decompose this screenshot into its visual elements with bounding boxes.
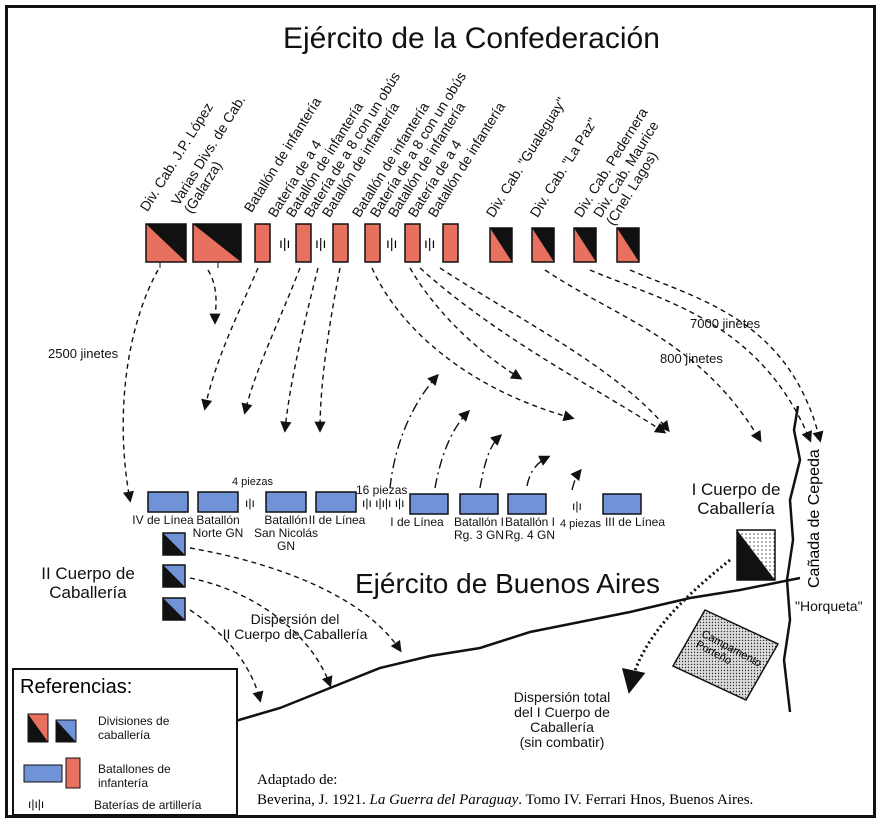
cavalry-ii-cuerpo-3	[162, 597, 186, 621]
annotation-800: 800 jinetes	[660, 351, 723, 366]
source-suffix: . Tomo IV. Ferrari Hnos, Buenos Aires.	[518, 792, 754, 808]
source-line-1: Adaptado de:	[257, 772, 338, 788]
dispersion-ii-label: Dispersión del II Cuerpo de Caballería	[222, 611, 368, 642]
dispersion-total-label: Dispersión total del I Cuerpo de Caballe…	[513, 689, 611, 750]
legend-infantry: Batallones de infantería	[98, 762, 171, 790]
confederation-army-title: Ejército de la Confederación	[283, 22, 660, 55]
artillery-label: 4 piezas	[560, 518, 601, 530]
advance-arrows	[389, 373, 582, 491]
cavalry-ii-cuerpo-2	[162, 564, 186, 588]
infantry-unit-iii-linea	[602, 493, 642, 515]
canada-label: Cañada de Cepeda	[806, 449, 823, 588]
canada-de-cepeda	[782, 405, 802, 713]
source-line-2: Beverina, J. 1921. La Guerra del Paragua…	[257, 792, 753, 809]
buenos-aires-army-title: Ejército de Buenos Aires	[355, 568, 661, 599]
horqueta-label: "Horqueta"	[795, 598, 863, 614]
unit-label: Batallón Norte GN	[192, 513, 244, 540]
horqueta-line	[231, 576, 801, 724]
artillery-icon: ı|ı ı|ı|ı ı|ı	[362, 496, 404, 510]
artillery-label: 4 piezas	[232, 476, 273, 488]
unit-label: II de Línea	[308, 513, 366, 527]
annotation-2500: 2500 jinetes	[48, 346, 119, 361]
infantry-unit	[295, 223, 312, 263]
cavalry-ii-cuerpo-1	[162, 532, 186, 556]
ii-cuerpo-label: II Cuerpo de Caballería	[41, 564, 135, 602]
infantry-unit-san-nicolas	[265, 491, 307, 513]
legend-cavalry: Divisiones de caballería	[98, 714, 170, 742]
artillery-icon: ı|ı	[279, 235, 290, 251]
unit-label: Batallón I Rg. 3 GN	[453, 515, 505, 542]
artillery-label: 16 piezas	[356, 483, 408, 497]
infantry-unit-norte	[197, 491, 239, 513]
artillery-icon: ı|ı	[315, 235, 326, 251]
unit-label: III de Línea	[604, 515, 666, 529]
artillery-icon: ı|ı	[424, 235, 435, 251]
unit-label: IV de Línea	[132, 513, 194, 527]
cavalry-unit-gualeguay	[489, 227, 513, 263]
svg-text:ı|ı|ı: ı|ı|ı	[28, 797, 44, 811]
source-prefix: Beverina, J. 1921.	[257, 792, 370, 808]
infantry-unit-rg4	[507, 493, 547, 515]
campamento-porteno	[671, 609, 780, 701]
i-cuerpo-label: I Cuerpo de Caballería	[691, 480, 781, 518]
unit-label: Batallón I Rg. 4 GN	[504, 515, 556, 542]
infantry-unit	[254, 223, 271, 263]
infantry-unit	[404, 223, 421, 263]
infantry-unit-rg3	[459, 493, 499, 515]
legend-artillery: Baterías de artillería	[94, 798, 202, 812]
artillery-icon: ı|ı	[386, 235, 397, 251]
annotation-7000: 7000 jinetes	[690, 316, 761, 331]
movement-arrows	[122, 267, 824, 703]
infantry-unit	[364, 223, 381, 263]
source-title: La Guerra del Paraguay	[369, 792, 519, 808]
cavalry-unit-maurice	[616, 227, 640, 263]
artillery-icon: ı|ı	[572, 499, 582, 513]
cavalry-unit-la-paz	[531, 227, 555, 263]
infantry-unit	[442, 223, 459, 263]
cavalry-unit-pedernera	[573, 227, 597, 263]
cavalry-i-cuerpo	[736, 529, 776, 581]
cavalry-unit-lopez	[145, 223, 187, 268]
legend-symbols: ı|ı|ı	[23, 713, 81, 811]
confederation-line: ı|ı ı|ı ı|ı ı|ı	[145, 223, 640, 268]
legend-title: Referencias:	[20, 676, 133, 698]
legend: Referencias: ı|ı|ı Divisiones de caballe…	[12, 668, 238, 816]
infantry-unit-ii-linea	[315, 491, 357, 513]
infantry-unit-iv-linea	[147, 491, 189, 513]
buenos-aires-line: ı|ı ı|ı ı|ı|ı ı|ı ı|ı	[147, 491, 776, 621]
artillery-icon: ı|ı	[245, 496, 255, 510]
cavalry-unit-galarza	[192, 223, 242, 268]
unit-label: Batallón San Nicolás GN	[253, 513, 319, 553]
infantry-unit	[332, 223, 349, 263]
unit-label: I de Línea	[390, 515, 444, 529]
infantry-unit-i-linea	[409, 493, 449, 515]
